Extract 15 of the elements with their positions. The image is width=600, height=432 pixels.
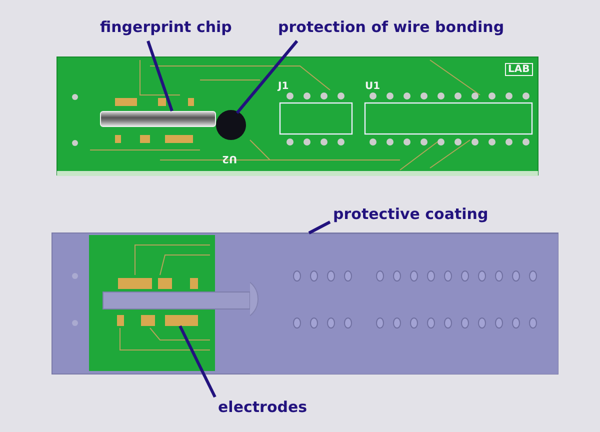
leader-line bbox=[236, 40, 298, 114]
electrode-pad bbox=[165, 315, 198, 326]
coated-area bbox=[250, 233, 558, 374]
silkscreen-label: J1 bbox=[278, 81, 289, 92]
sensor-strip bbox=[100, 111, 216, 127]
callout-label: protective coating bbox=[333, 205, 491, 225]
leader-line bbox=[308, 220, 331, 234]
silkscreen-label: LAB bbox=[505, 63, 533, 76]
callout-label: protection of wire bonding bbox=[278, 18, 508, 38]
leader-line bbox=[146, 40, 174, 112]
callout-label: electrodes bbox=[218, 398, 313, 418]
silkscreen-label: U2 bbox=[222, 153, 238, 164]
callout-label: fingerprint chip bbox=[100, 18, 236, 38]
leader-line bbox=[178, 325, 216, 398]
silkscreen-label: U1 bbox=[365, 81, 380, 92]
